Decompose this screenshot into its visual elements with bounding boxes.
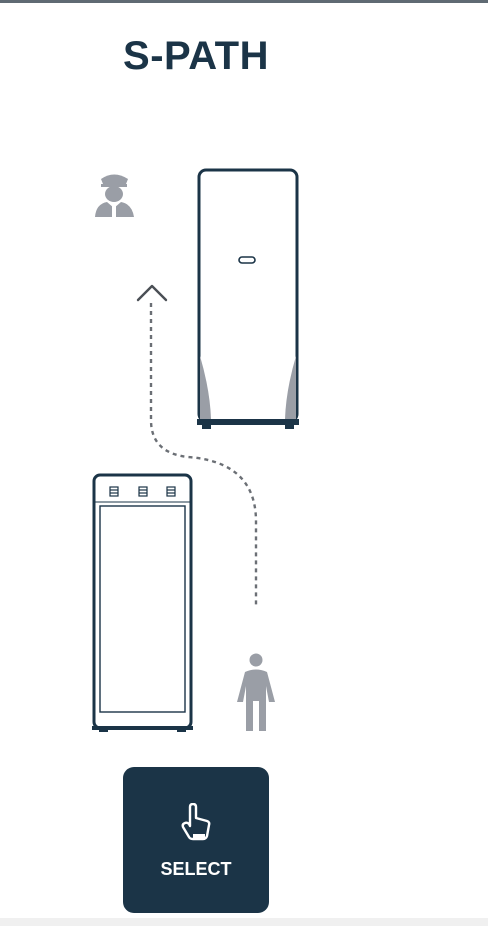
door-cabinet	[197, 170, 299, 429]
locker-cabinet	[92, 475, 193, 732]
officer-icon	[95, 175, 134, 218]
hand-pointer-icon	[180, 803, 212, 841]
select-button-label: SELECT	[123, 859, 269, 880]
bottom-strip	[0, 918, 488, 926]
select-button[interactable]: SELECT	[123, 767, 269, 913]
arrow-up-icon	[138, 286, 166, 300]
person-icon	[237, 654, 275, 732]
